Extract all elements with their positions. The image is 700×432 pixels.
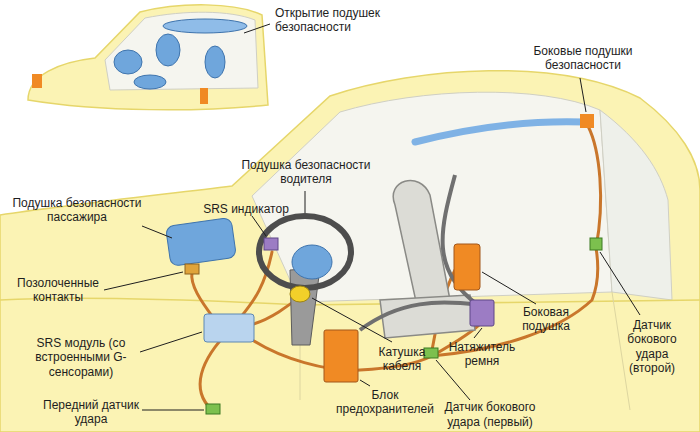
passenger-airbag-part bbox=[166, 217, 237, 266]
part-label: Передний датчик удара bbox=[36, 398, 146, 427]
steering-part bbox=[290, 268, 320, 345]
part-label: Позолоченные контакты bbox=[8, 276, 108, 305]
small-car-part bbox=[200, 88, 208, 104]
part-label: Подушка безопасности водителя bbox=[240, 158, 372, 187]
wiring-part bbox=[192, 272, 215, 320]
side-airbag-part bbox=[454, 244, 480, 290]
fuse-block-part bbox=[324, 330, 358, 382]
steering-part bbox=[259, 216, 351, 288]
main-car-body-part bbox=[0, 71, 700, 432]
part-label: Катушка кабеля bbox=[370, 345, 434, 374]
leader-lines-part bbox=[104, 272, 183, 290]
leader-lines-part bbox=[600, 252, 640, 315]
part-label: Натяжитель ремня bbox=[436, 340, 528, 369]
leader-lines-part bbox=[305, 191, 306, 213]
side-airbag bbox=[454, 244, 480, 290]
small-car-part bbox=[105, 12, 258, 90]
part-label: SRS индикатор bbox=[200, 202, 292, 216]
main-car-body bbox=[0, 71, 700, 432]
srs-indicator bbox=[264, 238, 278, 250]
leader-lines bbox=[104, 24, 640, 410]
fuse-block bbox=[324, 330, 358, 382]
small-car-part bbox=[163, 19, 247, 33]
small-car-part bbox=[32, 74, 42, 88]
part-label: Датчик бокового удара (второй) bbox=[612, 318, 692, 376]
srs-module-part bbox=[204, 314, 254, 342]
passenger-airbag bbox=[166, 217, 237, 266]
crash-sensors-part bbox=[424, 348, 438, 358]
crash-sensors bbox=[206, 238, 602, 414]
leader-lines-part bbox=[140, 332, 202, 352]
small-car-part bbox=[114, 50, 142, 74]
belt-pretensioner bbox=[470, 300, 494, 326]
small-car bbox=[28, 5, 268, 110]
steering-part bbox=[290, 286, 310, 302]
srs-module bbox=[204, 314, 254, 342]
belt-pretensioner-part bbox=[470, 300, 494, 326]
steering-part bbox=[292, 245, 332, 279]
crash-sensors-part bbox=[590, 238, 602, 250]
wiring-part bbox=[240, 252, 272, 318]
wiring-part bbox=[588, 126, 601, 248]
part-label: Открытие подушек безопасности bbox=[275, 6, 395, 35]
leader-lines-part bbox=[360, 380, 370, 386]
leader-lines-part bbox=[244, 24, 270, 33]
leader-lines-part bbox=[474, 328, 482, 338]
small-car-part bbox=[205, 46, 225, 78]
leader-lines-part bbox=[142, 410, 204, 411]
steering bbox=[259, 216, 351, 345]
part-label: Боковая подушка bbox=[510, 305, 582, 334]
crash-sensors-part bbox=[206, 404, 220, 414]
curtain-airbag bbox=[415, 114, 594, 142]
leader-lines-part bbox=[252, 216, 266, 236]
leader-lines-part bbox=[142, 226, 172, 238]
small-car-part bbox=[28, 5, 268, 110]
part-label: Блок предохранителей bbox=[334, 388, 436, 417]
small-car-part bbox=[156, 34, 180, 66]
curtain-airbag-part bbox=[415, 122, 585, 142]
part-label: Датчик бокового удара (первый) bbox=[428, 400, 552, 429]
gold-contacts-part bbox=[185, 264, 199, 274]
small-car-part bbox=[134, 75, 166, 89]
curtain-airbag-part bbox=[580, 114, 594, 128]
leader-lines-part bbox=[482, 272, 536, 304]
main-car-body-part bbox=[600, 110, 672, 300]
part-label: Боковые подушки безопасности bbox=[518, 44, 648, 73]
wiring bbox=[192, 126, 601, 410]
part-label: SRS модуль (со встроенными G-сенсорами) bbox=[22, 336, 140, 379]
part-label: Подушка безопасности пассажира bbox=[6, 196, 148, 225]
main-car-body-part bbox=[0, 298, 700, 305]
gold-contacts bbox=[185, 264, 199, 274]
leader-lines-part bbox=[312, 298, 392, 342]
leader-lines-part bbox=[580, 78, 586, 112]
seat-belt-part bbox=[360, 303, 478, 330]
srs-indicator-part bbox=[264, 238, 278, 250]
